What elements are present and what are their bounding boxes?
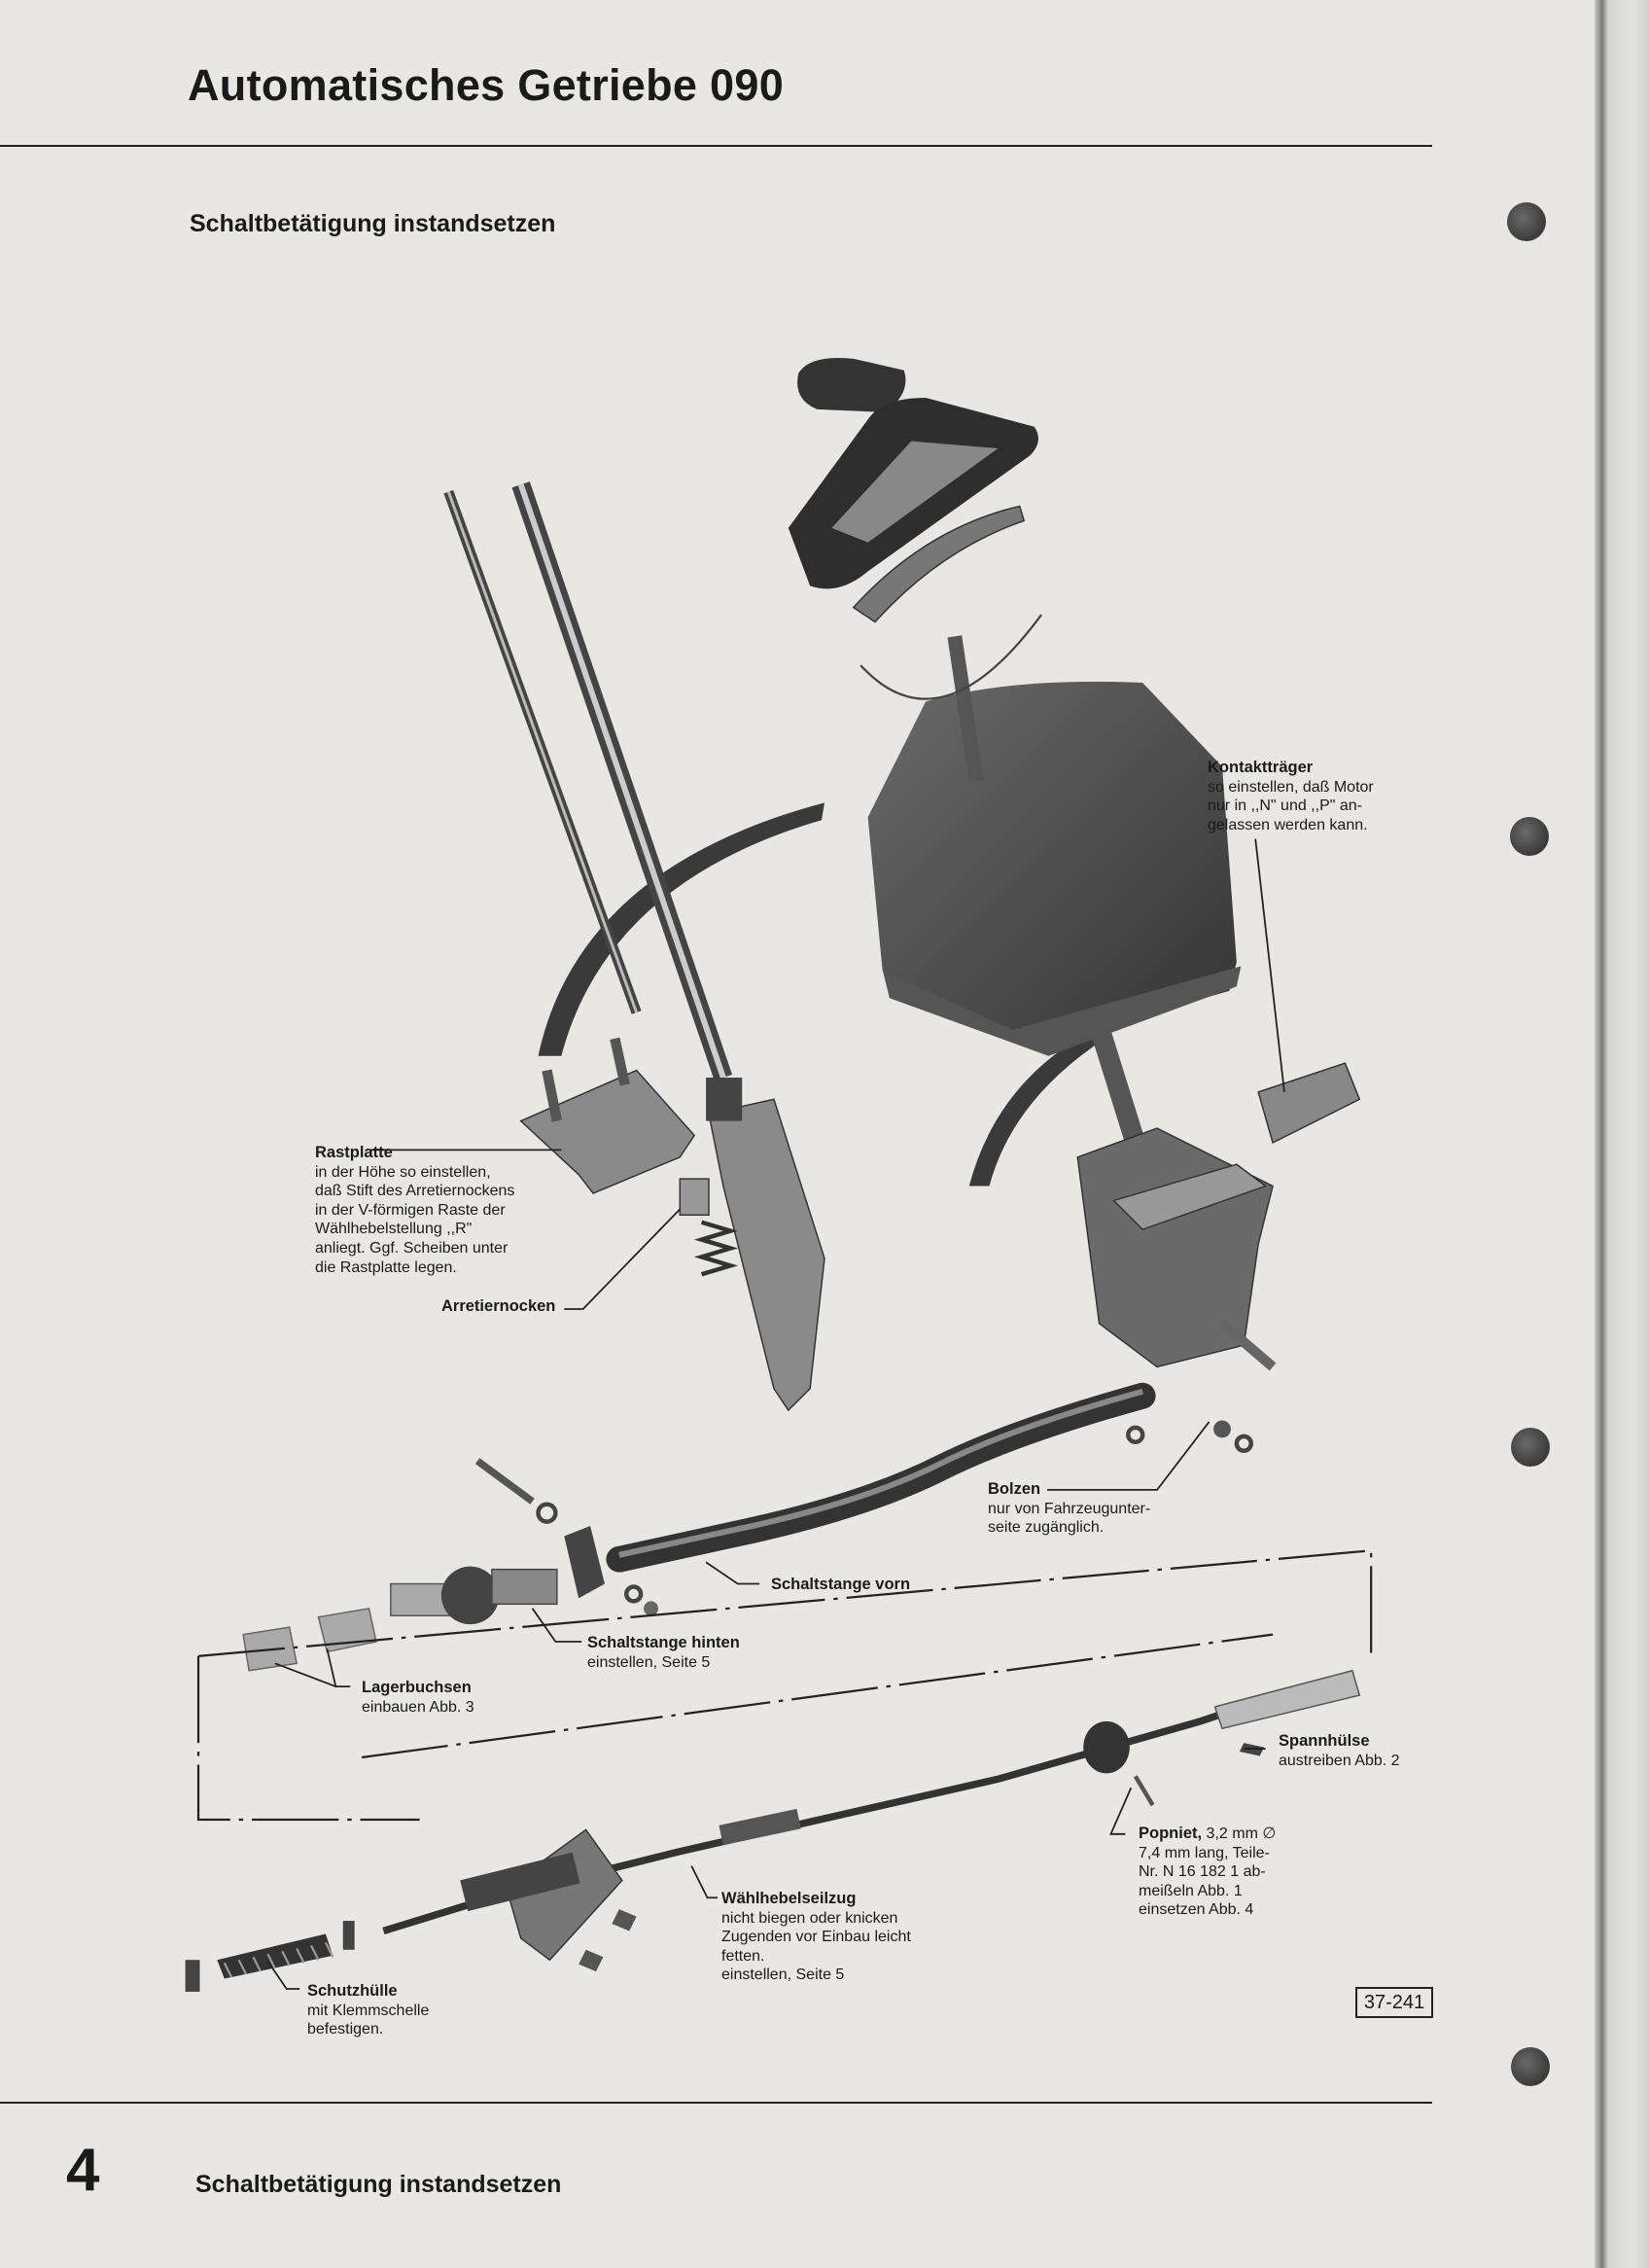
- figure-reference: 37-241: [1355, 1987, 1433, 2018]
- callout-title: Kontaktträger: [1208, 759, 1314, 776]
- callout-text: in der V-förmigen Raste der: [315, 1201, 506, 1219]
- callout-text: austreiben Abb. 2: [1279, 1752, 1400, 1769]
- callout-lagerbuchsen: Lagerbuchsen einbauen Abb. 3: [362, 1679, 474, 1717]
- callout-rastplatte: Rastplatte in der Höhe so einstellen, da…: [315, 1144, 514, 1277]
- callout-title: Spannhülse: [1279, 1732, 1370, 1750]
- callout-bolzen: Bolzen nur von Fahrzeugunter- seite zugä…: [988, 1480, 1150, 1538]
- shift-lever: [947, 635, 984, 783]
- leader-lines: [266, 838, 1285, 1990]
- callout-text: in der Höhe so einstellen,: [315, 1163, 491, 1181]
- callout-text: befestigen.: [307, 2021, 384, 2038]
- callout-arretiernocken: Arretiernocken: [441, 1297, 555, 1317]
- callout-text: 7,4 mm lang, Teile-: [1139, 1844, 1270, 1861]
- callout-title: Rastplatte: [315, 1144, 393, 1161]
- callout-text: so einstellen, daß Motor: [1208, 778, 1374, 796]
- callout-text: fetten.: [721, 1947, 765, 1965]
- position-indicator: [852, 505, 1026, 623]
- callout-schutzhuelle: Schutzhülle mit Klemmschelle befestigen.: [307, 1982, 429, 2039]
- callout-text: seite zugänglich.: [988, 1519, 1105, 1537]
- clamp-plate: [564, 1526, 605, 1599]
- callout-text: gelassen werden kann.: [1208, 816, 1368, 833]
- cable-sleeve: [1213, 1669, 1361, 1730]
- callout-text: meißeln Abb. 1: [1139, 1882, 1243, 1899]
- callout-text: nur von Fahrzeugunter-: [988, 1500, 1151, 1517]
- callout-title: Schutzhülle: [307, 1982, 398, 2000]
- callout-title: Popniet,: [1139, 1825, 1203, 1842]
- lever-bracket: [1076, 1127, 1274, 1368]
- contact-carrier: [1257, 1062, 1361, 1144]
- callout-title: Arretiernocken: [441, 1297, 556, 1315]
- page-title: Automatisches Getriebe 090: [188, 60, 785, 110]
- protective-boot: [217, 1933, 333, 1979]
- selector-housing: [867, 681, 1237, 1042]
- page-number: 4: [66, 2137, 100, 2204]
- assembly-frame: [197, 1549, 1373, 1658]
- punch-hole: [1511, 2047, 1550, 2086]
- callout-schaltstange-hinten: Schaltstange hinten einstellen, Seite 5: [587, 1634, 740, 1672]
- callout-text: Zugenden vor Einbau leicht: [721, 1929, 911, 1946]
- selector-arc: [538, 802, 824, 1056]
- callout-text: 3,2 mm ∅: [1206, 1825, 1277, 1842]
- detent-plate: [519, 1069, 696, 1194]
- footer-title: Schaltbetätigung instandsetzen: [195, 2171, 562, 2198]
- selector-arc-lower: [968, 1026, 1105, 1187]
- callout-kontakttraeger: Kontaktträger so einstellen, daß Motor n…: [1208, 759, 1374, 834]
- handle-knob: [797, 358, 906, 412]
- callout-text: einstellen, Seite 5: [587, 1653, 711, 1671]
- callout-text: Wählhebelstellung ,,R": [315, 1221, 473, 1238]
- callout-text: einsetzen Abb. 4: [1139, 1901, 1254, 1919]
- callout-text: nur in ,,N" und ,,P" an-: [1208, 797, 1362, 815]
- selector-lever: [708, 1098, 825, 1412]
- callout-text: daß Stift des Arretiernockens: [315, 1183, 515, 1200]
- footer-rule: [0, 2102, 1432, 2104]
- callout-text: nicht biegen oder knicken: [721, 1909, 898, 1927]
- callout-title: Schaltstange hinten: [587, 1634, 740, 1651]
- section-title: Schaltbetätigung instandsetzen: [190, 210, 556, 237]
- cable-bracket: [505, 1828, 623, 1962]
- punch-hole: [1510, 817, 1549, 856]
- callout-text: einstellen, Seite 5: [721, 1967, 845, 1984]
- callout-title: Bolzen: [988, 1480, 1041, 1498]
- shift-rod-front: [606, 1382, 1156, 1573]
- callout-text: die Rastplatte legen.: [315, 1258, 457, 1276]
- punch-hole: [1511, 1428, 1550, 1467]
- callout-title: Lagerbuchsen: [362, 1679, 472, 1696]
- punch-hole: [1507, 202, 1546, 241]
- callout-schaltstange-vorn: Schaltstange vorn: [771, 1576, 910, 1595]
- callout-text: anliegt. Ggf. Scheiben unter: [315, 1239, 509, 1257]
- callout-title: Wählhebelseilzug: [721, 1890, 857, 1907]
- callout-text: Nr. N 16 182 1 ab-: [1139, 1863, 1266, 1881]
- callout-text: einbauen Abb. 3: [362, 1698, 474, 1716]
- callout-title: Schaltstange vorn: [771, 1576, 911, 1593]
- cable-ball-joint: [1083, 1720, 1130, 1774]
- header-rule: [0, 145, 1432, 147]
- callout-text: mit Klemmschelle: [307, 2002, 430, 2019]
- callout-popniet: Popniet, 3,2 mm ∅ 7,4 mm lang, Teile- Nr…: [1139, 1825, 1276, 1920]
- page-binding-edge: [1595, 0, 1649, 2268]
- callout-waehlhebelseilzug: Wählhebelseilzug nicht biegen oder knick…: [721, 1890, 911, 1985]
- callout-spannhuelse: Spannhülse austreiben Abb. 2: [1279, 1732, 1400, 1770]
